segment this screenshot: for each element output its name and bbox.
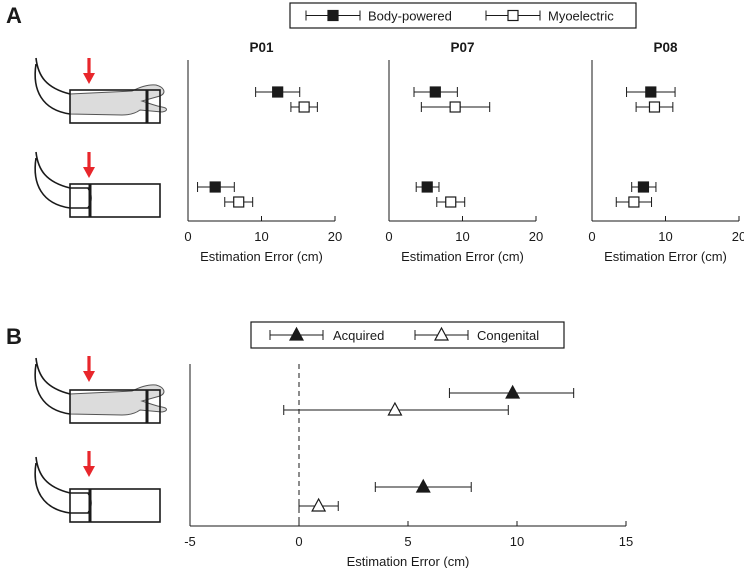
panel-label-a: A <box>6 3 22 28</box>
x-axis-label: Estimation Error (cm) <box>604 249 727 264</box>
data-point <box>272 86 284 98</box>
data-point <box>505 384 521 399</box>
x-tick-label: 10 <box>510 534 524 549</box>
red-arrow-icon <box>81 449 97 479</box>
data-point <box>298 101 310 113</box>
x-axis-label: Estimation Error (cm) <box>401 249 524 264</box>
x-tick-label: 0 <box>385 229 392 244</box>
legend-label: Myoelectric <box>548 9 614 24</box>
legend-label: Body-powered <box>368 9 452 24</box>
chart-title: P08 <box>653 40 678 55</box>
x-tick-label: 10 <box>254 229 268 244</box>
panel-label-b: B <box>6 324 22 349</box>
x-tick-label: 10 <box>658 229 672 244</box>
x-tick-label: 0 <box>184 229 191 244</box>
x-tick-label: 20 <box>732 229 744 244</box>
legend: Acquired Congenital <box>250 321 565 349</box>
data-point <box>415 478 431 493</box>
red-arrow-icon <box>81 354 97 384</box>
legend-symbol <box>414 326 469 341</box>
x-tick-label: -5 <box>184 534 196 549</box>
legend-label: Acquired <box>333 328 384 343</box>
data-point <box>648 101 661 113</box>
arm-without-prosthesis-illustration-b <box>33 455 162 524</box>
legend-marker <box>327 9 339 22</box>
data-point <box>628 196 640 208</box>
data-point <box>449 101 461 113</box>
x-tick-label: 10 <box>455 229 469 244</box>
x-tick-label: 0 <box>588 229 595 244</box>
data-point <box>645 86 657 98</box>
legend-symbol <box>269 326 324 341</box>
data-point <box>445 196 457 208</box>
data-point <box>421 181 433 193</box>
data-point <box>387 401 403 416</box>
x-tick-label: 20 <box>529 229 543 244</box>
x-axis-label: Estimation Error (cm) <box>200 249 323 264</box>
arm-with-prosthesis-illustration-a <box>33 56 168 125</box>
data-point <box>637 181 650 193</box>
legend: Body-powered Myoelectric <box>289 2 637 29</box>
data-point <box>209 181 221 193</box>
x-tick-label: 0 <box>295 534 302 549</box>
x-axis-label: Estimation Error (cm) <box>347 554 470 568</box>
arm-without-prosthesis-illustration-a <box>33 150 162 219</box>
red-arrow-icon <box>81 150 97 180</box>
arm-with-prosthesis-illustration-b <box>33 356 168 425</box>
red-arrow-icon <box>81 56 97 86</box>
legend-marker <box>288 326 305 341</box>
x-tick-label: 5 <box>404 534 411 549</box>
legend-symbol <box>305 9 361 22</box>
legend-label: Congenital <box>477 328 539 343</box>
x-tick-label: 20 <box>328 229 342 244</box>
data-point <box>429 86 441 98</box>
legend-symbol <box>485 9 541 22</box>
legend-marker <box>507 9 519 22</box>
legend-marker <box>433 326 450 341</box>
chart-title: P07 <box>450 40 474 55</box>
chart-title: P01 <box>249 40 274 55</box>
x-tick-label: 15 <box>619 534 633 549</box>
data-point <box>311 497 327 512</box>
data-point <box>233 196 245 208</box>
